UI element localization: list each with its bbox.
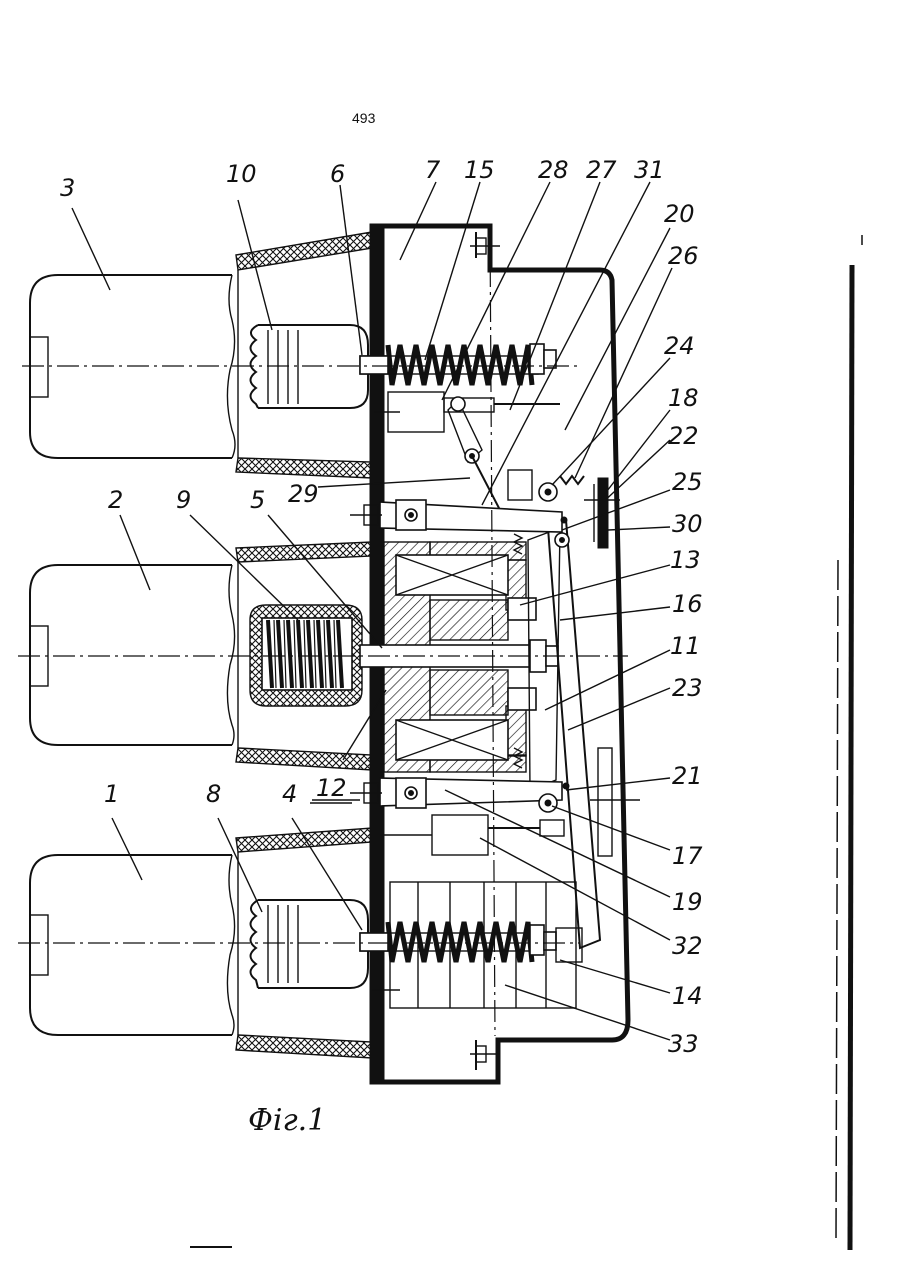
callout-10: 10 bbox=[226, 160, 257, 188]
callout-18: 18 bbox=[668, 384, 699, 412]
callout-29: 29 bbox=[288, 480, 319, 508]
callout-12: 12 bbox=[316, 774, 347, 802]
housing-2 bbox=[30, 565, 235, 745]
callout-16: 16 bbox=[672, 590, 703, 618]
callout-3: 3 bbox=[60, 174, 75, 202]
callout-22: 22 bbox=[668, 422, 699, 450]
callout-30: 30 bbox=[672, 510, 703, 538]
callout-32: 32 bbox=[672, 932, 703, 960]
callout-28: 28 bbox=[538, 156, 569, 184]
callout-2: 2 bbox=[108, 486, 123, 514]
page-number: 493 bbox=[352, 110, 376, 126]
callout-1: 1 bbox=[104, 780, 119, 808]
callout-9: 9 bbox=[176, 486, 191, 514]
callout-5: 5 bbox=[250, 486, 265, 514]
figure-caption: Фiг.1 bbox=[248, 1103, 326, 1138]
callout-6: 6 bbox=[330, 160, 345, 188]
callout-7: 7 bbox=[425, 156, 441, 184]
callout-24: 24 bbox=[664, 332, 695, 360]
spring-14 bbox=[360, 922, 582, 962]
bracket-17 bbox=[590, 748, 640, 856]
callout-11: 11 bbox=[670, 632, 701, 660]
callout-23: 23 bbox=[672, 674, 703, 702]
callout-33: 33 bbox=[668, 1030, 699, 1058]
callout-4: 4 bbox=[282, 780, 297, 808]
housing-1 bbox=[30, 855, 235, 1035]
spring-15 bbox=[360, 344, 556, 385]
bellows-8 bbox=[251, 900, 369, 988]
callout-25: 25 bbox=[672, 468, 703, 496]
callout-20: 20 bbox=[664, 200, 695, 228]
sensor-block-top bbox=[374, 392, 560, 432]
callout-21: 21 bbox=[672, 762, 703, 790]
block-32 bbox=[380, 815, 564, 855]
callout-15: 15 bbox=[464, 156, 495, 184]
callout-14: 14 bbox=[672, 982, 703, 1010]
callout-27: 27 bbox=[586, 156, 617, 184]
callout-13: 13 bbox=[670, 546, 701, 574]
callout-31: 31 bbox=[634, 156, 665, 184]
callout-17: 17 bbox=[672, 842, 703, 870]
callout-8: 8 bbox=[206, 780, 221, 808]
callout-19: 19 bbox=[672, 888, 703, 916]
callout-26: 26 bbox=[668, 242, 699, 270]
